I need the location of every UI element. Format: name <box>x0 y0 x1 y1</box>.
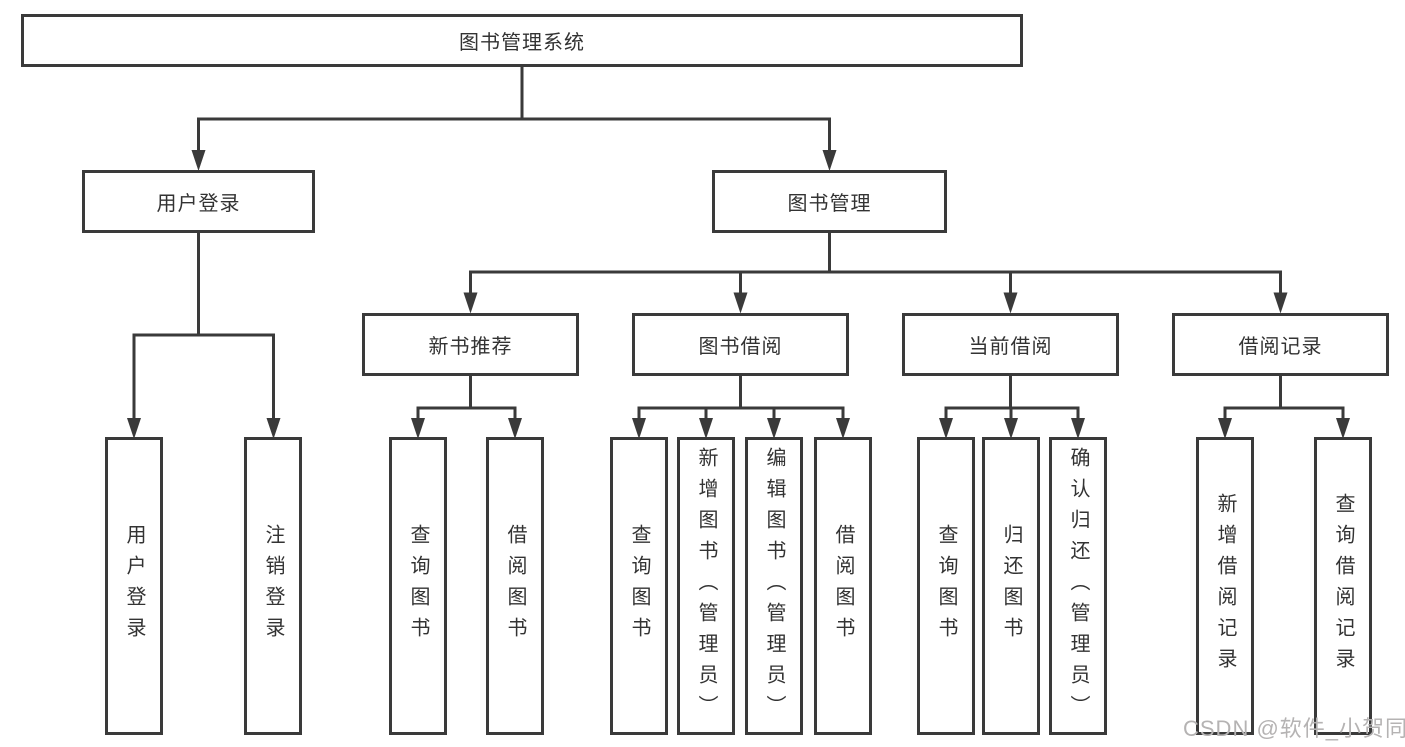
node-label: 图书管理 <box>787 193 872 215</box>
node-label: 借阅图书 <box>504 524 526 648</box>
node-br-query-record: 查询借阅记录 <box>1314 437 1372 735</box>
arrowhead-down <box>1218 418 1232 439</box>
node-user-login-leaf: 用户登录 <box>105 437 163 735</box>
node-nbr-borrow-books: 借阅图书 <box>486 437 544 735</box>
node-new-book-recommendation: 新书推荐 <box>362 313 579 376</box>
node-label: 新增借阅记录 <box>1214 493 1236 679</box>
node-book-management: 图书管理 <box>712 170 947 233</box>
node-label: 新增图书（管理员） <box>695 446 717 726</box>
node-label: 新书推荐 <box>428 336 513 358</box>
node-root: 图书管理系统 <box>21 14 1023 67</box>
node-bb-query-books: 查询图书 <box>610 437 668 735</box>
arrowhead-down <box>939 418 953 439</box>
node-bb-borrow-books: 借阅图书 <box>814 437 872 735</box>
arrowhead-down <box>508 418 522 439</box>
arrowhead-down <box>822 150 837 171</box>
arrowhead-down <box>266 418 281 439</box>
node-label: 确认归还（管理员） <box>1067 446 1089 726</box>
node-label: 注销登录 <box>262 524 284 648</box>
node-cb-return-books: 归还图书 <box>982 437 1040 735</box>
node-label: 当前借阅 <box>968 336 1053 358</box>
arrowhead-down <box>1004 418 1018 439</box>
arrowhead-down <box>1003 292 1018 314</box>
arrowhead-down <box>1273 292 1288 314</box>
node-label: 查询借阅记录 <box>1332 493 1354 679</box>
node-borrowing-records: 借阅记录 <box>1172 313 1389 376</box>
arrowhead-down <box>699 418 713 439</box>
node-label: 查询图书 <box>407 524 429 648</box>
node-logout: 注销登录 <box>244 437 302 735</box>
node-label: 查询图书 <box>628 524 650 648</box>
node-label: 用户登录 <box>123 524 145 648</box>
node-book-borrowing: 图书借阅 <box>632 313 849 376</box>
arrowhead-down <box>191 150 206 171</box>
arrowhead-down <box>127 418 141 439</box>
arrowhead-down <box>767 418 781 439</box>
node-label: 编辑图书（管理员） <box>763 446 785 726</box>
node-label: 图书管理系统 <box>459 32 585 54</box>
node-label: 用户登录 <box>156 193 241 215</box>
node-label: 查询图书 <box>935 524 957 648</box>
node-bb-add-books-admin: 新增图书（管理员） <box>677 437 735 735</box>
node-label: 图书借阅 <box>698 336 783 358</box>
arrowhead-down <box>463 292 478 314</box>
arrowhead-down <box>1336 418 1350 439</box>
csdn-watermark: CSDN @软件_小贺同学 <box>1183 716 1405 741</box>
arrowhead-down <box>733 292 748 314</box>
node-br-add-record: 新增借阅记录 <box>1196 437 1254 735</box>
node-nbr-query-books: 查询图书 <box>389 437 447 735</box>
node-cb-confirm-return-admin: 确认归还（管理员） <box>1049 437 1107 735</box>
node-current-borrowing: 当前借阅 <box>902 313 1119 376</box>
node-label: 借阅图书 <box>832 524 854 648</box>
connector-path <box>132 66 1345 421</box>
node-label: 归还图书 <box>1000 524 1022 648</box>
node-user-login: 用户登录 <box>82 170 315 233</box>
arrowhead-down <box>836 418 850 439</box>
arrowhead-down <box>411 418 425 439</box>
arrowhead-down <box>1071 418 1085 439</box>
arrowhead-down <box>632 418 646 439</box>
node-label: 借阅记录 <box>1238 336 1323 358</box>
node-bb-edit-books-admin: 编辑图书（管理员） <box>745 437 803 735</box>
node-cb-query-books: 查询图书 <box>917 437 975 735</box>
